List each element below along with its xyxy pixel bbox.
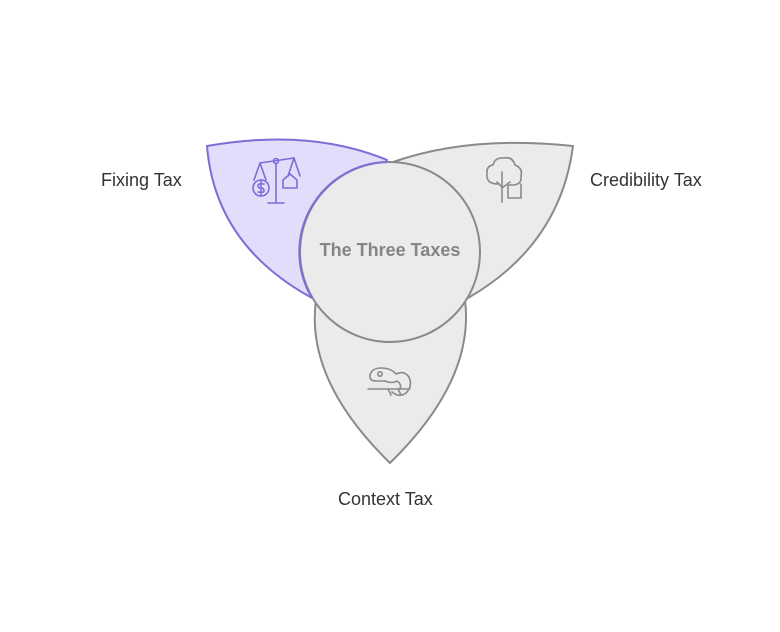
label-context-tax: Context Tax (338, 489, 433, 509)
balance-scale-icon (252, 157, 301, 204)
tree-icon (486, 156, 523, 203)
petal-context (313, 299, 467, 464)
label-fixing-tax: Fixing Tax (101, 170, 182, 190)
chameleon-icon (367, 367, 412, 397)
center-title: The Three Taxes (319, 240, 461, 260)
label-credibility-tax: Credibility Tax (590, 170, 702, 190)
center-circle-highlight-arc (298, 161, 388, 299)
